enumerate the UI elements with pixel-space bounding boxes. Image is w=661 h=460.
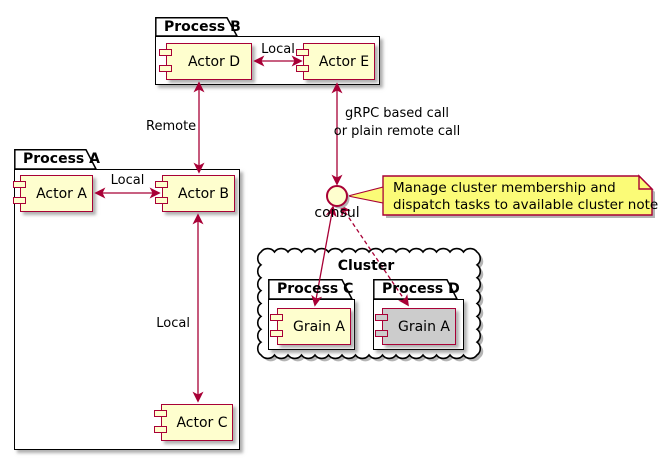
package-title-process-d: Process D [382, 281, 460, 297]
component-port-icon [154, 426, 167, 433]
component-label: Actor D [187, 53, 241, 70]
package-title-process-a: Process A [23, 151, 100, 167]
component-port-icon [375, 314, 388, 321]
component-port-icon [159, 49, 172, 56]
note-connector [347, 186, 384, 204]
edge-label-local-a-b: Local [110, 173, 145, 188]
component-port-icon [375, 330, 388, 337]
component-label: Actor A [36, 185, 87, 202]
component-actor-d: Actor D [159, 43, 252, 80]
note-text-line2: dispatch tasks to available cluster note [393, 197, 659, 213]
component-label: Grain A [398, 318, 450, 335]
note-text: Manage cluster membership and dispatch t… [393, 180, 658, 214]
component-port-icon [270, 314, 283, 321]
component-label: Actor E [318, 53, 370, 70]
component-port-icon [296, 65, 309, 72]
package-title-process-b: Process B [164, 19, 241, 35]
component-grain-a-process-c: Grain A [270, 308, 351, 345]
edge-label-grpc: gRPC based call or plain remote call [331, 105, 463, 141]
component-actor-e: Actor E [296, 43, 375, 80]
component-port-icon [13, 197, 26, 204]
edge-label-grpc-line2: or plain remote call [333, 124, 461, 139]
edge-label-local-d-e: Local [261, 42, 295, 57]
component-label: Actor C [176, 414, 228, 431]
component-port-icon [270, 330, 283, 337]
edge-label-grpc-line1: gRPC based call [344, 106, 450, 121]
cluster-cloud-label: Cluster [337, 258, 395, 274]
component-port-icon [13, 181, 26, 188]
component-actor-c: Actor C [154, 404, 233, 441]
component-port-icon [159, 65, 172, 72]
component-port-icon [154, 410, 167, 417]
component-label: Grain A [293, 318, 345, 335]
component-port-icon [155, 197, 168, 204]
note-text-line1: Manage cluster membership and [393, 180, 616, 196]
component-grain-a-process-d: Grain A [375, 308, 456, 345]
component-port-icon [155, 181, 168, 188]
edge-label-local-b-c: Local [156, 316, 190, 331]
component-actor-a: Actor A [13, 175, 93, 212]
component-actor-b: Actor B [155, 175, 235, 212]
consul-interface-label: consul [314, 205, 360, 221]
package-title-process-c: Process C [277, 281, 354, 297]
consul-interface-circle [326, 185, 348, 207]
edge-label-remote: Remote [146, 119, 197, 134]
component-label: Actor B [178, 185, 229, 202]
